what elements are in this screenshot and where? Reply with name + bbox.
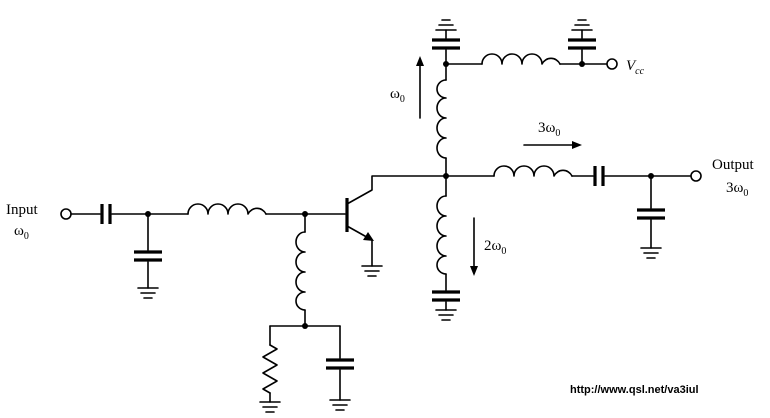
- input-label: Input: [6, 202, 38, 218]
- input-terminal: [60, 208, 72, 220]
- input-frequency-label: ω0: [14, 223, 29, 242]
- output-series-inductor: [493, 165, 573, 177]
- arrow-right-3omega0: [523, 141, 582, 149]
- upper-tank-capacitor: [432, 38, 460, 50]
- input-coupling-capacitor: [100, 204, 112, 224]
- vcc-bypass-capacitor: [568, 38, 596, 50]
- output-shunt-capacitor: [637, 208, 665, 220]
- ground-symbol: [435, 309, 457, 321]
- arrow-down-2omega0: [470, 217, 478, 276]
- bipolar-transistor: [345, 175, 447, 267]
- output-terminal: [690, 170, 702, 182]
- ground-symbol: [435, 19, 457, 31]
- lower-tank-inductor: [436, 195, 447, 275]
- output-label: Output: [712, 157, 755, 173]
- ground-symbol: [137, 287, 159, 299]
- arrow-up-omega0: [416, 56, 424, 119]
- lower-tank-frequency-label: 2ω0: [484, 238, 506, 257]
- ground-symbol: [329, 399, 351, 411]
- base-bias-inductor: [295, 231, 306, 311]
- upper-tank-inductor: [436, 79, 447, 159]
- vcc-label: Vcc: [626, 58, 645, 77]
- vcc-terminal: [606, 58, 618, 70]
- ground-symbol: [259, 401, 281, 413]
- output-path-frequency-label: 3ω0: [538, 120, 560, 139]
- ground-symbol: [640, 247, 662, 259]
- ground-symbol: [571, 19, 593, 31]
- input-series-inductor: [187, 203, 267, 215]
- vcc-feed-inductor: [481, 53, 561, 65]
- source-url: http://www.qsl.net/va3iul: [570, 384, 699, 396]
- bias-bypass-capacitor: [326, 358, 354, 370]
- upper-tank-frequency-label: ω0: [390, 86, 405, 105]
- input-shunt-capacitor: [134, 250, 162, 262]
- lower-tank-capacitor: [432, 290, 460, 302]
- output-frequency-label: 3ω0: [726, 180, 748, 199]
- ground-symbol: [361, 265, 383, 277]
- output-coupling-capacitor: [593, 166, 605, 186]
- bias-resistor: [262, 344, 278, 394]
